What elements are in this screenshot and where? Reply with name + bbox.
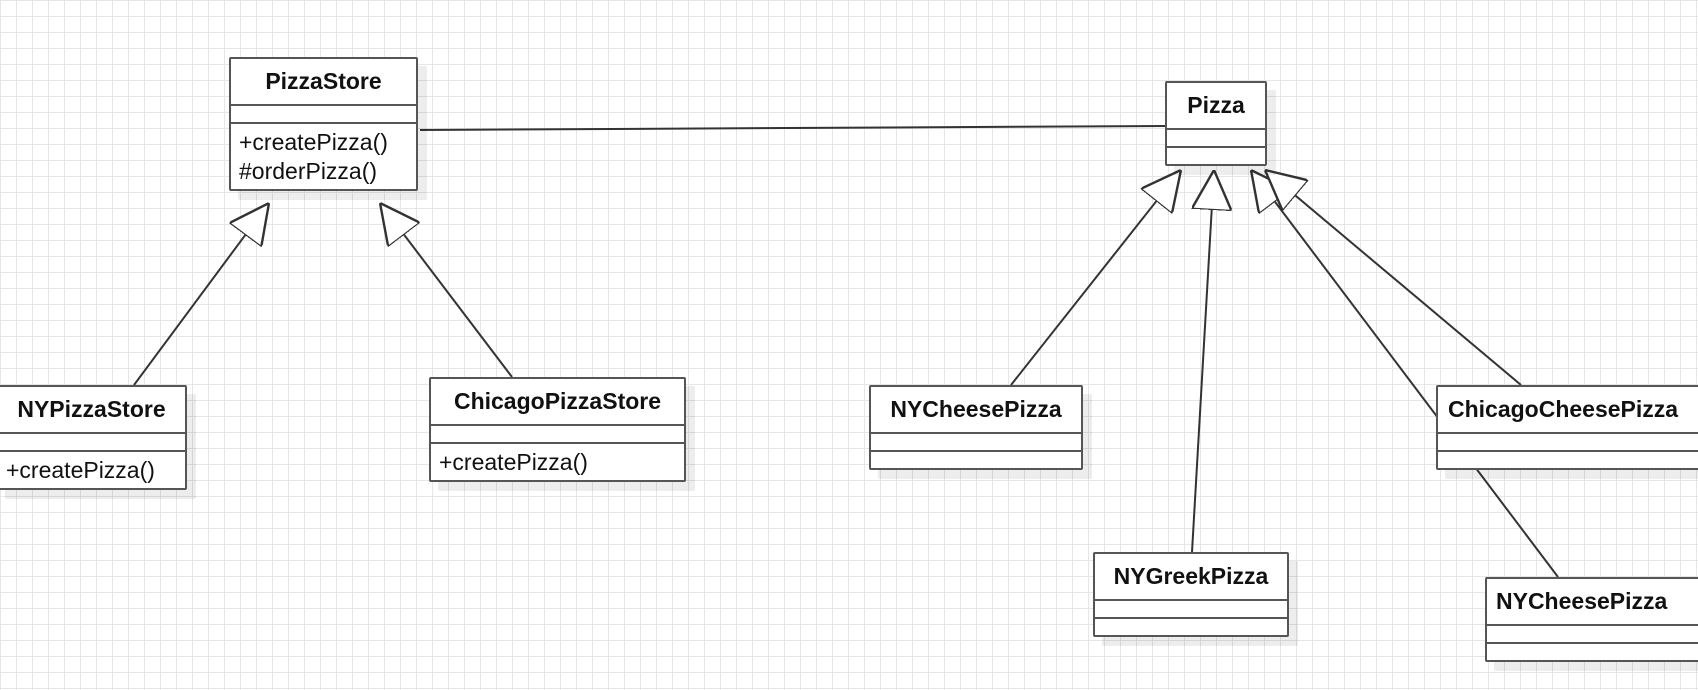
operations-compartment: [1438, 452, 1698, 468]
class-ny-pizza-store[interactable]: NYPizzaStore +createPizza(): [0, 385, 187, 490]
class-name: NYGreekPizza: [1095, 554, 1287, 601]
association-line: [419, 125, 1167, 131]
operation: +createPizza(): [6, 457, 155, 483]
attributes-compartment: [1167, 130, 1265, 148]
class-pizza-store[interactable]: PizzaStore +createPizza() #orderPizza(): [229, 57, 418, 191]
generalization-arrow: [1191, 170, 1214, 553]
attributes-compartment: [1095, 601, 1287, 619]
operations-compartment: [1095, 619, 1287, 635]
attributes-compartment: [231, 106, 416, 124]
operation: #orderPizza(): [239, 158, 378, 184]
class-ny-greek-pizza[interactable]: NYGreekPizza: [1093, 552, 1289, 637]
generalization-arrow: [1010, 170, 1181, 386]
operation: +createPizza(): [239, 129, 388, 155]
class-ny-cheese-pizza[interactable]: NYCheesePizza: [869, 385, 1083, 470]
operations-compartment: +createPizza(): [0, 452, 185, 488]
generalization-arrow: [1251, 170, 1559, 578]
operations-compartment: [871, 452, 1081, 468]
generalization-arrow: [1265, 170, 1522, 386]
class-name: ChicagoPizzaStore: [431, 379, 684, 426]
operations-compartment: [1167, 148, 1265, 164]
operation: +createPizza(): [439, 449, 588, 475]
attributes-compartment: [0, 434, 185, 452]
operations-compartment: +createPizza() #orderPizza(): [231, 124, 416, 189]
class-name: NYCheesePizza: [871, 387, 1081, 434]
generalization-arrow: [380, 203, 513, 378]
class-chicago-pizza-store[interactable]: ChicagoPizzaStore +createPizza(): [429, 377, 686, 482]
class-pizza[interactable]: Pizza: [1165, 81, 1267, 166]
class-name: NYCheesePizza: [1487, 579, 1698, 626]
class-chicago-cheese-pizza[interactable]: ChicagoCheesePizza: [1436, 385, 1698, 470]
class-name: Pizza: [1167, 83, 1265, 130]
class-ny-cheese-pizza[interactable]: NYCheesePizza: [1485, 577, 1698, 662]
operations-compartment: +createPizza(): [431, 444, 684, 480]
attributes-compartment: [871, 434, 1081, 452]
attributes-compartment: [1438, 434, 1698, 452]
generalization-arrow: [133, 203, 269, 386]
attributes-compartment: [431, 426, 684, 444]
class-name: ChicagoCheesePizza: [1438, 387, 1698, 434]
class-name: NYPizzaStore: [0, 387, 185, 434]
class-name: PizzaStore: [231, 59, 416, 106]
attributes-compartment: [1487, 626, 1698, 644]
operations-compartment: [1487, 644, 1698, 660]
